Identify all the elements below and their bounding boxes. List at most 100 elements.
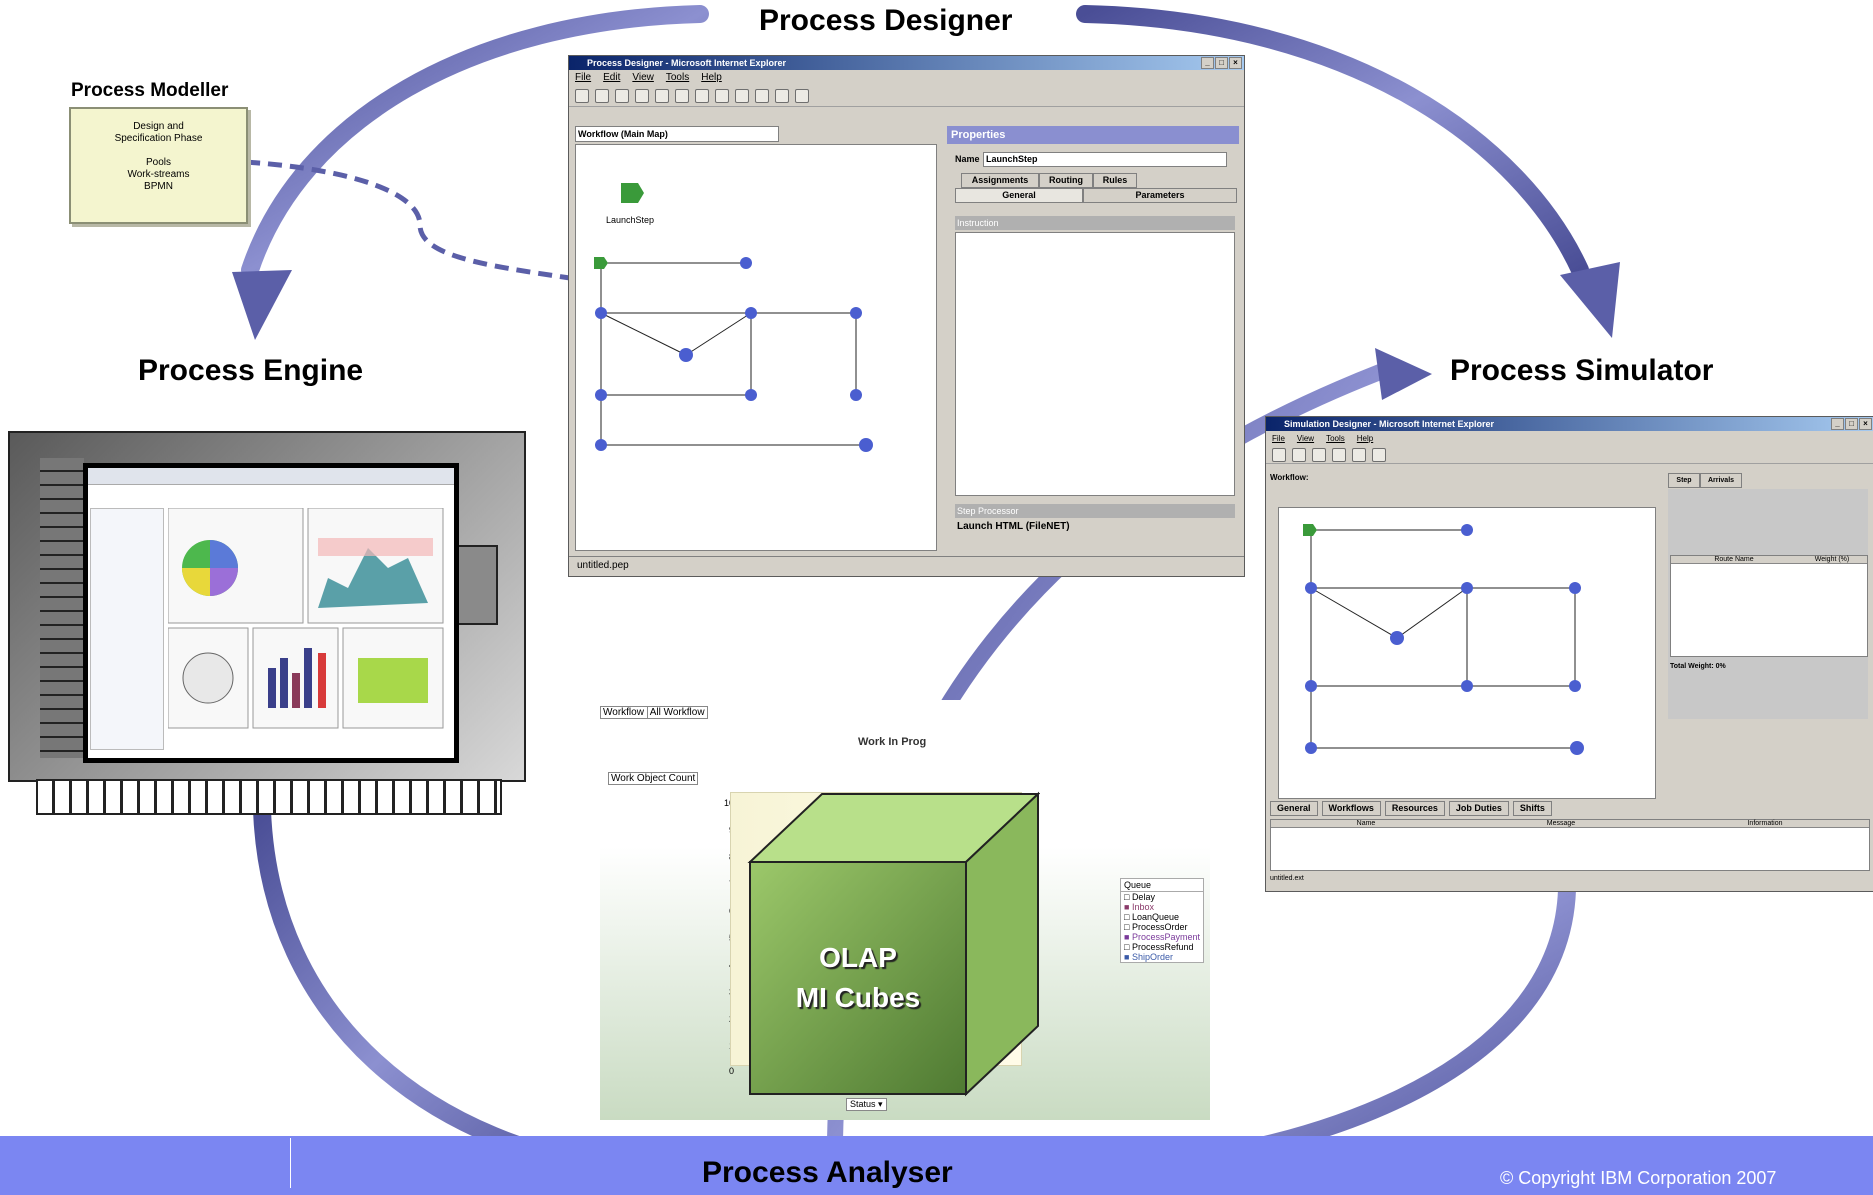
zoom-out-icon[interactable] — [755, 89, 769, 103]
tab-routing[interactable]: Routing — [1039, 173, 1093, 188]
step-processor-label: Step Processor — [955, 504, 1235, 518]
arrow-head-engine — [232, 270, 292, 340]
tab-general[interactable]: General — [955, 188, 1083, 203]
sim-tab-resources[interactable]: Resources — [1384, 801, 1445, 816]
note-line: Pools — [145, 157, 171, 168]
simulator-menubar: File View Tools Help — [1266, 431, 1873, 447]
maximize-icon[interactable]: □ — [1845, 418, 1858, 430]
stop-icon[interactable] — [1372, 448, 1386, 462]
sim-tab-step[interactable]: Step — [1668, 473, 1700, 488]
name-field-value: LaunchStep — [986, 154, 1038, 164]
save-icon[interactable] — [1312, 448, 1326, 462]
workflow-select-value: Workflow (Main Map) — [578, 129, 668, 139]
arrow-head-simulator-middle — [1375, 348, 1432, 400]
sim-bottom-tabs: General Workflows Resources Job Duties S… — [1270, 801, 1552, 816]
msg-col-name: Name — [1356, 820, 1376, 827]
olap-cube — [747, 791, 1040, 1097]
menu-view[interactable]: View — [632, 72, 654, 83]
paste-icon[interactable] — [655, 89, 669, 103]
close-icon[interactable]: × — [1229, 57, 1242, 69]
menu-file[interactable]: File — [575, 72, 592, 83]
new-icon[interactable] — [575, 89, 589, 103]
cut-icon[interactable] — [675, 89, 689, 103]
sim-menu-view[interactable]: View — [1296, 434, 1315, 443]
note-line: Specification Phase — [114, 133, 203, 144]
step-processor-select[interactable]: Launch HTML (FileNET) — [955, 520, 1235, 534]
instruction-text[interactable] — [955, 232, 1235, 496]
pointer-icon[interactable] — [695, 89, 709, 103]
legend-item: ■ Inbox — [1124, 902, 1154, 912]
legend-item: ■ ShipOrder — [1124, 952, 1173, 962]
maximize-icon[interactable]: □ — [1215, 57, 1228, 69]
legend-header[interactable]: Queue — [1121, 879, 1203, 892]
sim-tab-general[interactable]: General — [1270, 801, 1318, 816]
heading-process-designer: Process Designer — [759, 4, 1013, 37]
analyser-measure[interactable]: Work Object Count — [608, 772, 699, 785]
sim-tab-arrivals[interactable]: Arrivals — [1700, 473, 1742, 488]
legend-item: □ ProcessRefund — [1124, 942, 1194, 952]
simulator-title: Simulation Designer - Microsoft Internet… — [1284, 419, 1495, 429]
save-icon[interactable] — [615, 89, 629, 103]
open-icon[interactable] — [1292, 448, 1306, 462]
open-icon[interactable] — [595, 89, 609, 103]
sim-map-graph — [1303, 524, 1584, 755]
modeller-connector — [245, 159, 571, 281]
sim-workflow-map[interactable] — [1278, 507, 1656, 799]
designer-status-file: untitled.pep — [577, 560, 629, 571]
sim-message-table: Name Message Information — [1270, 819, 1870, 871]
tab-assignments[interactable]: Assignments — [961, 173, 1039, 188]
zoom-in-icon[interactable] — [735, 89, 749, 103]
analyser-status-select[interactable]: Status ▾ — [846, 1098, 887, 1111]
sim-tab-shifts[interactable]: Shifts — [1512, 801, 1552, 816]
heading-process-engine: Process Engine — [138, 354, 364, 387]
tab-rules[interactable]: Rules — [1093, 173, 1137, 188]
simulator-toolbar — [1266, 447, 1873, 464]
heading-process-modeller: Process Modeller — [71, 80, 229, 101]
copy-icon[interactable] — [635, 89, 649, 103]
analyser-filter[interactable]: Workflow All Workflow — [600, 706, 708, 719]
menu-help[interactable]: Help — [701, 72, 722, 83]
route-col-name: Route Name — [1714, 556, 1754, 563]
sim-menu-file[interactable]: File — [1272, 434, 1285, 443]
step-icon[interactable] — [715, 89, 729, 103]
analyser-status-label: Status — [850, 1099, 876, 1109]
workflow-map: LaunchStep — [594, 183, 873, 452]
dashboard-header — [88, 468, 454, 485]
workflow-map-canvas[interactable]: LaunchStep — [575, 144, 937, 551]
arrow-head-simulator — [1560, 262, 1620, 338]
tab-parameters[interactable]: Parameters — [1083, 188, 1237, 203]
route-table: Route Name Weight (%) — [1670, 555, 1868, 657]
arrow-designer-to-simulator — [1076, 5, 1589, 279]
note-line: Design and — [133, 121, 184, 132]
minimize-icon[interactable]: _ — [1201, 57, 1214, 69]
route-col-weight: Weight (%) — [1814, 556, 1850, 563]
name-label: Name — [955, 154, 980, 164]
menu-edit[interactable]: Edit — [603, 72, 621, 83]
run-icon[interactable] — [1352, 448, 1366, 462]
workflow-select[interactable]: Workflow (Main Map) — [575, 126, 779, 142]
sim-tab-workflows[interactable]: Workflows — [1321, 801, 1381, 816]
new-icon[interactable] — [1272, 448, 1286, 462]
note-line: BPMN — [144, 181, 173, 192]
sim-menu-help[interactable]: Help — [1356, 434, 1374, 443]
analyser-legend: Queue □ Delay ■ Inbox □ LoanQueue □ Proc… — [1120, 878, 1204, 963]
launch-step-icon — [621, 183, 644, 203]
close-icon[interactable]: × — [1859, 418, 1872, 430]
msg-col-message: Message — [1546, 820, 1576, 827]
legend-item: □ ProcessOrder — [1124, 922, 1188, 932]
name-field[interactable]: LaunchStep — [983, 152, 1227, 167]
instruction-label: Instruction — [955, 216, 1235, 230]
sim-workflow-label: Workflow: — [1270, 473, 1309, 482]
sim-tab-job-duties[interactable]: Job Duties — [1448, 801, 1509, 816]
print-icon[interactable] — [775, 89, 789, 103]
engine-dashboard-screen — [83, 463, 459, 763]
copy-icon[interactable] — [1332, 448, 1346, 462]
legend-item: ■ ProcessPayment — [1124, 932, 1200, 942]
menu-tools[interactable]: Tools — [665, 72, 690, 83]
instruction-label-text: Instruction — [957, 218, 999, 228]
sim-menu-tools[interactable]: Tools — [1326, 434, 1345, 443]
copyright: © Copyright IBM Corporation 2007 — [1500, 1168, 1777, 1188]
minimize-icon[interactable]: _ — [1831, 418, 1844, 430]
run-icon[interactable] — [795, 89, 809, 103]
cube-line1: OLAP — [819, 942, 897, 973]
